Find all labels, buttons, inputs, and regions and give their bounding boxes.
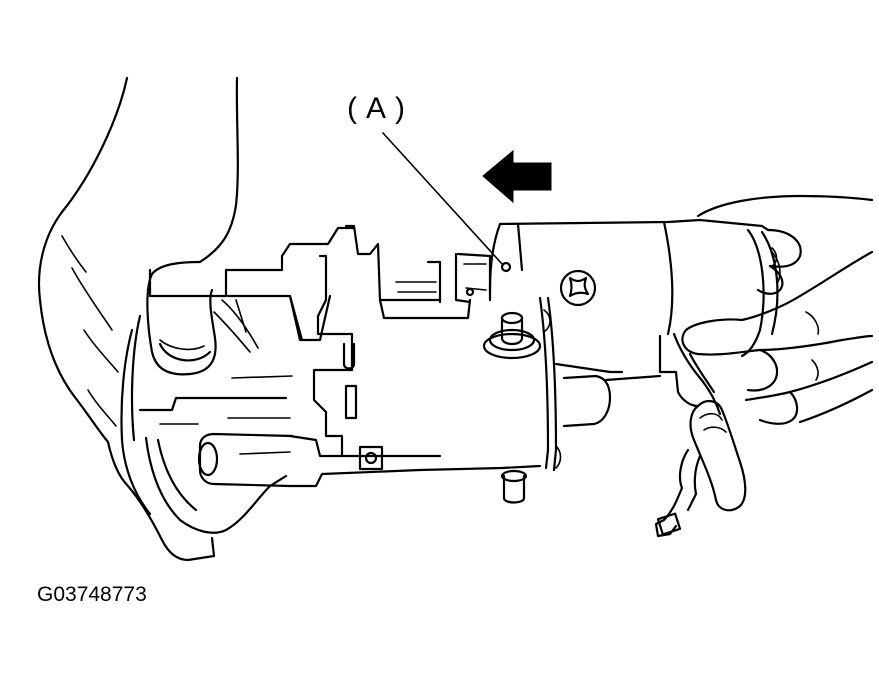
body-fastener [358,445,384,471]
solenoid-housing [454,218,781,472]
drive-end-housing [106,224,542,562]
callout-leader-line [382,132,512,273]
left-hand [37,76,259,444]
callout-label-a: (A) [347,92,414,125]
bottom-stud [500,469,528,504]
figure-id: G03748773 [37,583,147,606]
arrow-left-icon [482,149,552,204]
terminal-stud [482,311,542,360]
wire-lead [654,332,747,538]
cross-screw-icon [559,269,597,307]
right-hand [681,194,874,425]
